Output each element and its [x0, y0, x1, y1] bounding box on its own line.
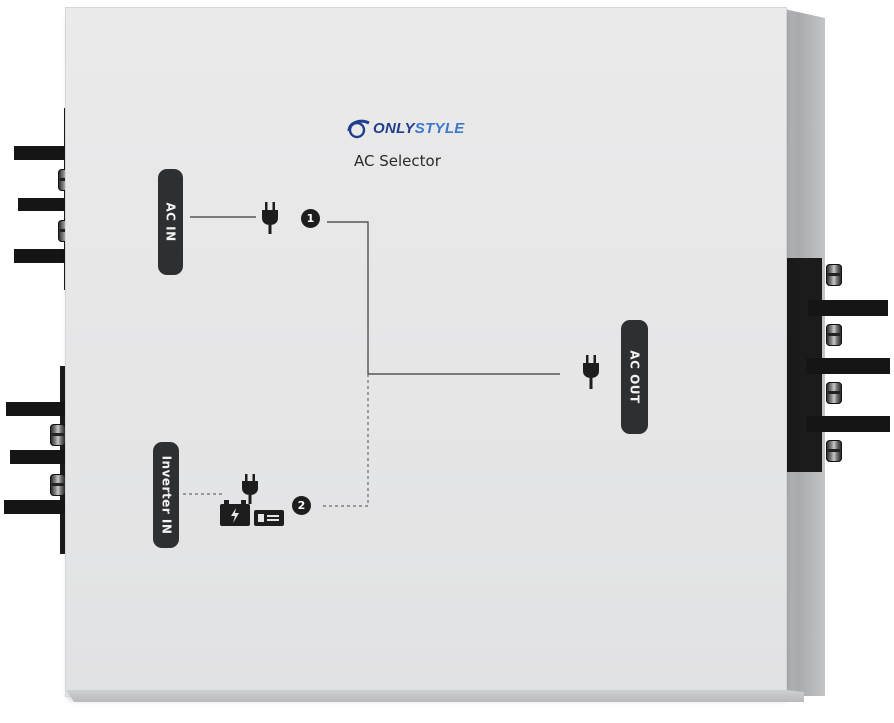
inverter-plug-icon — [242, 474, 258, 504]
brand-name: ONLYSTYLE — [373, 120, 465, 137]
input-one-marker: 1 — [301, 209, 320, 228]
ac-in-to-out-line — [327, 221, 560, 375]
brand-logo: ONLYSTYLE — [345, 114, 465, 142]
ac-in-label-text: AC IN — [163, 202, 178, 242]
brand-suffix: STYLE — [414, 119, 465, 137]
inverter-in-label: Inverter IN — [153, 442, 179, 548]
brand-prefix: ONLY — [373, 119, 415, 137]
output-plug-icon — [583, 355, 599, 389]
inverter-in-label-text: Inverter IN — [159, 455, 173, 535]
plug-icon — [262, 202, 278, 234]
inverter-to-out-line — [320, 374, 369, 507]
ac-out-label: AC OUT — [621, 320, 648, 434]
input-two-marker: 2 — [292, 496, 311, 515]
ac-out-label-text: AC OUT — [627, 350, 642, 404]
enclosure-bottom-edge — [66, 690, 804, 702]
inverter-icon — [254, 510, 284, 526]
battery-icon — [220, 500, 250, 526]
ac-in-label: AC IN — [158, 169, 183, 275]
enclosure-front-panel — [66, 8, 786, 696]
logo-swoosh-icon — [347, 119, 370, 139]
device-title: AC Selector — [354, 152, 441, 170]
